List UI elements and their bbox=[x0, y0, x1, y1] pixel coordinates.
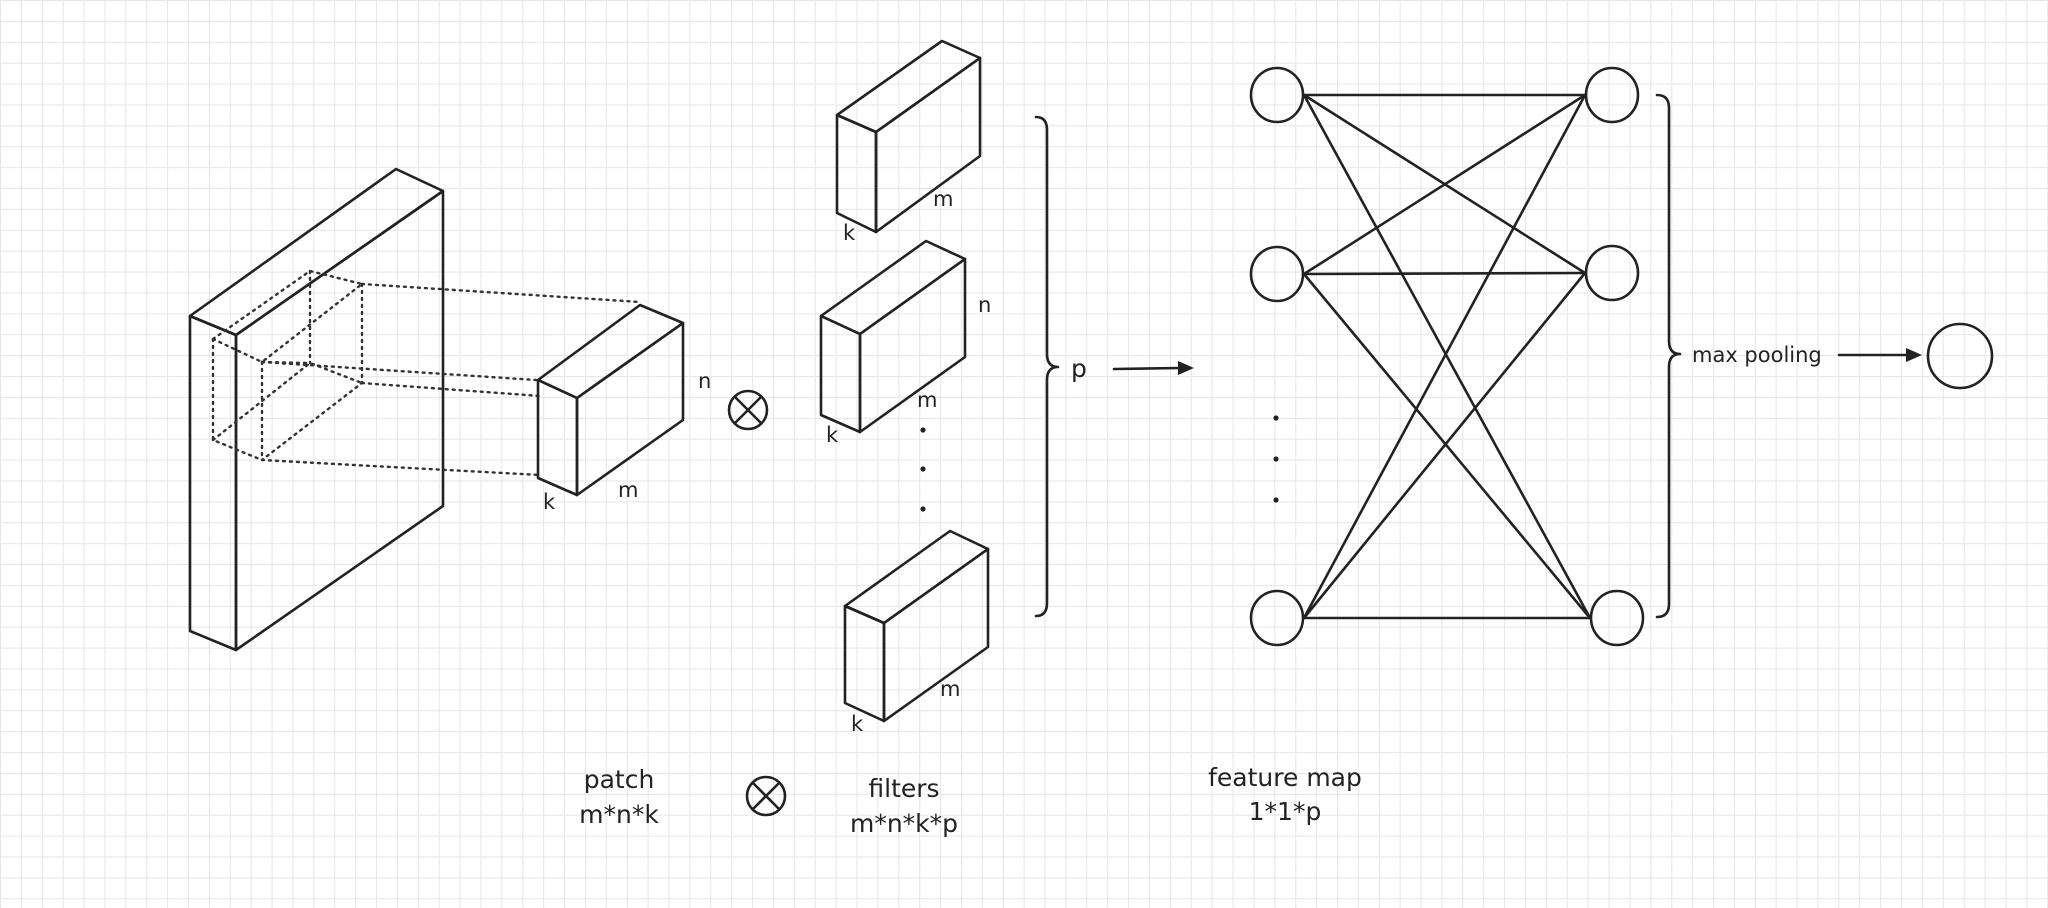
feature-map-caption-line1: feature map bbox=[1208, 763, 1362, 792]
output-node-2 bbox=[1584, 244, 1640, 302]
convolution-operator-icon bbox=[727, 389, 769, 431]
output-brace bbox=[1655, 93, 1682, 619]
patch-caption-line2: m*n*k bbox=[579, 800, 659, 829]
input-volume bbox=[188, 167, 445, 652]
patch-box-front-face bbox=[575, 321, 685, 497]
filter-box-2: n k m bbox=[819, 239, 991, 447]
pooled-output-node bbox=[1926, 322, 1994, 390]
filters-caption-line1: filters bbox=[868, 774, 939, 803]
filter-3-dim-k: k bbox=[851, 712, 864, 736]
input-volume-side-face bbox=[188, 314, 238, 652]
patch-box-top-face bbox=[536, 303, 685, 400]
network-ellipsis bbox=[1273, 415, 1279, 503]
patch-dim-m: m bbox=[618, 478, 638, 502]
network-output-nodes bbox=[1584, 66, 1645, 647]
input-node-1 bbox=[1249, 66, 1305, 124]
filter-box-3: k m bbox=[843, 529, 990, 736]
filters-brace-label: p bbox=[1071, 354, 1087, 383]
patch-dim-k: k bbox=[543, 490, 556, 514]
output-node-p bbox=[1589, 589, 1645, 647]
filter-box-1: k m bbox=[835, 39, 982, 245]
arrow-to-network bbox=[1112, 361, 1194, 375]
filter-1-dim-m: m bbox=[933, 187, 953, 211]
patch-selection-dotted bbox=[211, 269, 642, 477]
network-input-nodes bbox=[1249, 66, 1305, 647]
network-connections bbox=[1302, 93, 1592, 620]
filter-1-dim-k: k bbox=[843, 221, 856, 245]
feature-map-caption-line2: 1*1*p bbox=[1249, 797, 1322, 826]
patch-box-side-face bbox=[536, 378, 579, 497]
input-volume-top-face bbox=[188, 167, 445, 337]
patch-box: n k m bbox=[536, 303, 711, 514]
filter-2-dim-m: m bbox=[917, 388, 937, 412]
filter-3-dim-m: m bbox=[940, 677, 960, 701]
filters-brace bbox=[1034, 115, 1060, 618]
filters-caption-line2: m*n*k*p bbox=[850, 809, 958, 838]
max-pooling-label: max pooling bbox=[1692, 343, 1822, 367]
output-node-1 bbox=[1584, 66, 1640, 124]
caption-operator-icon bbox=[745, 775, 787, 817]
input-node-p bbox=[1249, 589, 1305, 647]
filter-ellipsis bbox=[920, 427, 926, 512]
patch-dim-n: n bbox=[698, 369, 711, 393]
input-node-2 bbox=[1249, 245, 1305, 303]
arrow-to-pooled-node bbox=[1837, 348, 1922, 362]
filter-2-dim-n: n bbox=[978, 293, 991, 317]
filter-2-dim-k: k bbox=[826, 423, 839, 447]
patch-caption-line1: patch bbox=[584, 765, 655, 794]
